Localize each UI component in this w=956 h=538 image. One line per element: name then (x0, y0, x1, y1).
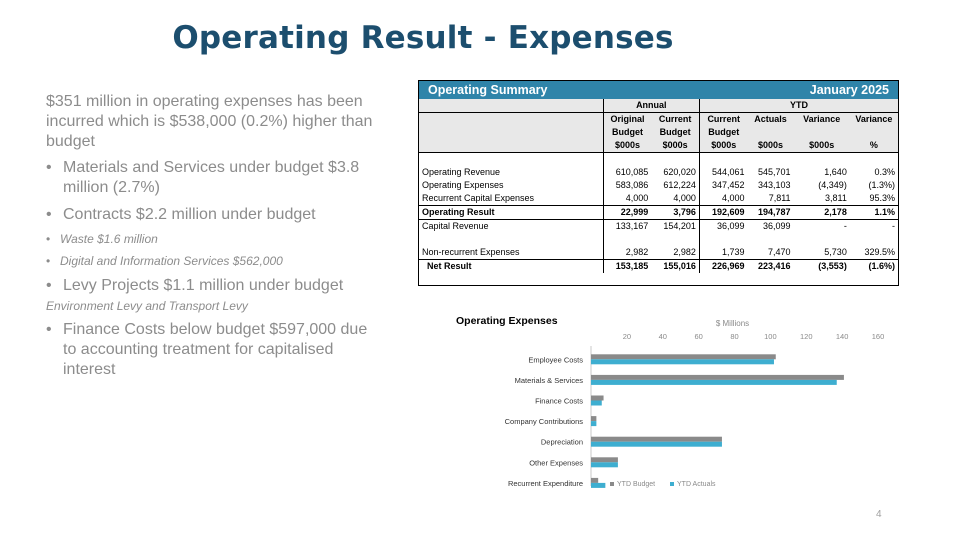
x-tick-label: 160 (872, 332, 885, 341)
bar-ytd-actuals (591, 421, 597, 427)
summary-header: Operating Summary January 2025 (419, 81, 898, 99)
col-header: Variance (793, 112, 850, 126)
bar-ytd-actuals (591, 441, 722, 447)
x-tick-label: 100 (764, 332, 777, 341)
x-tick-label: 20 (623, 332, 631, 341)
bullet-materials: Materials and Services under budget $3.8… (46, 158, 376, 198)
col-header: Current (651, 112, 700, 126)
page-number: 4 (876, 509, 882, 520)
x-axis-label: $ Millions (716, 319, 749, 328)
x-tick-label: 140 (836, 332, 849, 341)
col-header: $000s (651, 139, 700, 153)
group-ytd: YTD (698, 99, 898, 113)
x-tick-label: 40 (659, 332, 667, 341)
bullet-levy: Levy Projects $1.1 million under budget (46, 276, 376, 296)
bar-ytd-budget (591, 354, 776, 360)
col-header: Budget (651, 126, 700, 139)
bar-ytd-budget (591, 416, 597, 422)
category-label: Company Contributions (505, 417, 584, 426)
col-header: Actuals (747, 112, 794, 126)
chart-title: Operating Expenses (456, 315, 558, 327)
col-header: Variance (849, 112, 898, 126)
category-label: Materials & Services (515, 376, 584, 385)
bullet-waste: Waste $1.6 million (46, 231, 376, 247)
col-header: Budget (698, 126, 748, 139)
category-label: Other Expenses (529, 458, 583, 467)
bullet-finance: Finance Costs below budget $597,000 due … (46, 320, 376, 380)
category-label: Finance Costs (535, 397, 583, 406)
summary-title: Operating Summary (428, 83, 548, 97)
operating-expenses-chart: Operating Expenses $ Millions 20 40 60 80 100 1… (448, 308, 898, 494)
lead-text: $351 million in operating expenses has b… (46, 93, 373, 150)
legend-label: YTD Actuals (677, 481, 716, 488)
category-label: Recurrent Expenditure (508, 479, 583, 488)
legend-swatch (610, 482, 614, 486)
legend-label: YTD Budget (617, 481, 655, 488)
bullet-contracts: Contracts $2.2 million under budget (46, 205, 376, 225)
operating-summary-table: Operating Summary January 2025 Annual YT… (418, 80, 899, 286)
legend-swatch (670, 482, 674, 486)
levy-detail: Environment Levy and Transport Levy (46, 299, 248, 313)
col-header: % (849, 139, 898, 153)
chart-svg: Operating Expenses $ Millions 20 40 60 80 100 1… (456, 315, 885, 488)
bar-ytd-budget (591, 395, 604, 401)
bar-ytd-actuals (591, 400, 602, 406)
group-annual: Annual (602, 99, 700, 113)
summary-grid: Annual YTD Original Current Current Actu… (419, 99, 898, 273)
bullet-list: $351 million in operating expenses has b… (46, 92, 376, 380)
bar-ytd-actuals (591, 379, 837, 385)
slide-title: Operating Result - Expenses (172, 20, 674, 56)
x-tick-label: 60 (694, 332, 702, 341)
bar-ytd-budget (591, 374, 844, 380)
category-label: Employee Costs (528, 355, 583, 364)
col-header: $000s (602, 139, 652, 153)
col-header: Budget (602, 126, 652, 139)
category-label: Depreciation (541, 438, 583, 447)
summary-period: January 2025 (809, 83, 889, 97)
bar-ytd-budget (591, 457, 618, 463)
bullet-digital: Digital and Information Services $562,00… (46, 253, 376, 269)
col-header: $000s (747, 139, 794, 153)
bar-ytd-budget (591, 477, 599, 483)
col-header: Current (698, 112, 748, 126)
x-tick-label: 120 (800, 332, 813, 341)
bar-ytd-budget (591, 436, 722, 442)
col-header: $000s (698, 139, 748, 153)
bar-ytd-actuals (591, 359, 774, 365)
x-tick-label: 80 (730, 332, 738, 341)
col-header: $000s (793, 139, 850, 153)
col-header: Original (602, 112, 652, 126)
bar-ytd-actuals (591, 462, 618, 468)
bar-ytd-actuals (591, 482, 606, 488)
